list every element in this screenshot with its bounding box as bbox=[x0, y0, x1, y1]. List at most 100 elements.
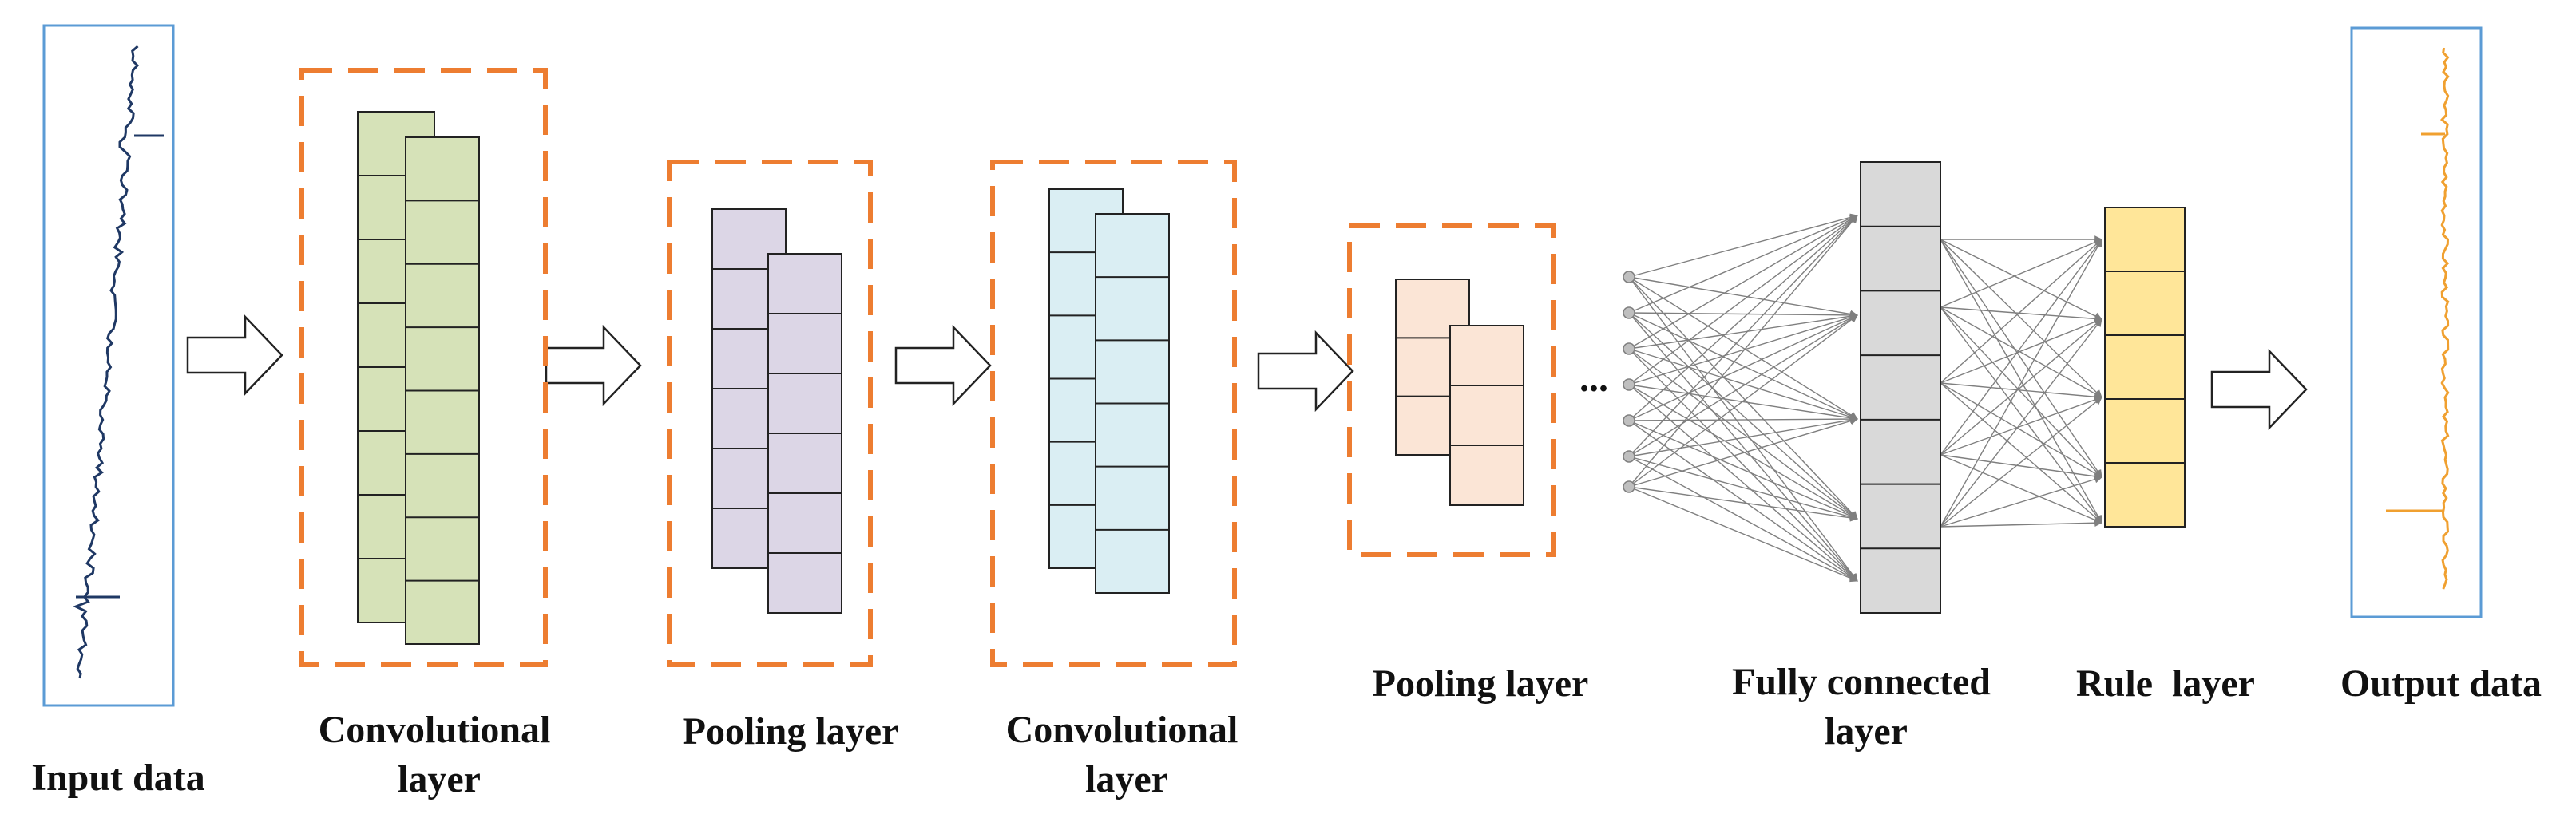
input-to-fc-connections bbox=[1628, 213, 1858, 583]
edge-in bbox=[1628, 215, 1858, 488]
edge-in bbox=[1628, 312, 1858, 582]
edge-in bbox=[1628, 420, 1858, 582]
label-fc-line1: Fully connected bbox=[1732, 661, 1991, 703]
label-fc-line2: layer bbox=[1825, 710, 1908, 753]
flow-arrow bbox=[2210, 348, 2308, 431]
convolutional-layer-2 bbox=[990, 160, 1237, 667]
conv2-feature-maps bbox=[1048, 188, 1170, 594]
conv1-feature-maps bbox=[357, 111, 480, 645]
label-conv1-line1: Convolutional bbox=[319, 709, 551, 751]
edge-out bbox=[1940, 239, 2102, 524]
flow-arrow bbox=[186, 314, 283, 397]
label-pooling-layer-1: Pooling layer bbox=[683, 710, 899, 753]
edge-out bbox=[1940, 397, 2102, 528]
edge-out bbox=[1940, 475, 2102, 528]
input-node bbox=[1623, 450, 1635, 463]
edge-in bbox=[1628, 456, 1858, 582]
label-fully-connected-layer: Fully connected layer bbox=[1732, 661, 2000, 753]
edge-out bbox=[1940, 239, 2102, 384]
input-data-panel bbox=[42, 24, 175, 707]
input-nodes bbox=[1623, 271, 1635, 493]
edge-in bbox=[1628, 311, 1858, 319]
edge-in bbox=[1628, 314, 1858, 457]
edge-out bbox=[1940, 239, 2102, 528]
edge-in bbox=[1628, 486, 1858, 583]
edge-in bbox=[1628, 384, 1858, 422]
pool1-dashed-box bbox=[667, 160, 873, 667]
edge-in bbox=[1628, 416, 1858, 457]
edge-in bbox=[1628, 314, 1858, 488]
edge-out bbox=[1940, 454, 2102, 480]
edge-out bbox=[1940, 318, 2102, 528]
edge-in bbox=[1628, 214, 1858, 314]
edge-out bbox=[1940, 318, 2102, 456]
output-data-panel bbox=[2350, 26, 2483, 618]
convolutional-layer-1 bbox=[299, 68, 548, 667]
edge-out bbox=[1940, 239, 2102, 456]
conv2-dashed-box bbox=[990, 160, 1237, 667]
input-data-frame bbox=[42, 24, 175, 707]
edge-in bbox=[1628, 215, 1858, 421]
output-data-frame bbox=[2350, 26, 2483, 618]
edge-in bbox=[1628, 420, 1858, 520]
edge-in bbox=[1628, 417, 1858, 488]
pool2-front-frame bbox=[1449, 325, 1524, 506]
edge-in bbox=[1628, 276, 1858, 420]
edge-in bbox=[1628, 384, 1858, 520]
output-signal-trace bbox=[2439, 47, 2450, 590]
edge-out bbox=[1940, 382, 2102, 478]
edge-out bbox=[1940, 306, 2102, 524]
flow-arrow bbox=[1257, 330, 1354, 413]
flow-arrow bbox=[545, 324, 642, 407]
input-node bbox=[1623, 414, 1635, 427]
conv1-dashed-box bbox=[299, 68, 548, 667]
edge-out bbox=[1940, 382, 2102, 524]
edge-out bbox=[1940, 519, 2102, 528]
flow-arrows bbox=[186, 314, 2308, 431]
edge-out bbox=[1940, 454, 2102, 524]
input-node bbox=[1623, 378, 1635, 391]
edge-in bbox=[1628, 215, 1858, 350]
edge-in bbox=[1628, 312, 1858, 420]
label-convolutional-layer-2: Convolutional layer bbox=[1006, 709, 1248, 800]
edge-in bbox=[1628, 486, 1858, 522]
label-output-data: Output data bbox=[2340, 662, 2542, 705]
edge-out bbox=[1940, 239, 2102, 398]
edge-in bbox=[1628, 276, 1858, 318]
edge-in bbox=[1628, 348, 1858, 421]
edge-out bbox=[1940, 318, 2102, 384]
edge-in bbox=[1628, 215, 1858, 457]
label-input-data: Input data bbox=[31, 757, 204, 799]
edge-out bbox=[1940, 306, 2102, 398]
rule-frame bbox=[2104, 207, 2186, 528]
edge-in bbox=[1628, 415, 1858, 423]
label-conv1-line2: layer bbox=[398, 758, 481, 800]
edge-in bbox=[1628, 314, 1858, 421]
edge-out bbox=[1940, 239, 2102, 320]
input-signal-trace bbox=[73, 45, 140, 679]
edge-out bbox=[1940, 239, 2102, 478]
edge-out bbox=[1940, 306, 2102, 478]
edge-in bbox=[1628, 312, 1858, 520]
edge-in bbox=[1628, 348, 1858, 582]
edge-out bbox=[1940, 382, 2102, 401]
flow-arrow bbox=[894, 324, 992, 407]
edge-out bbox=[1940, 396, 2102, 456]
rule-layer-cells bbox=[2104, 207, 2186, 528]
label-pooling-layer-2: Pooling layer bbox=[1373, 662, 1589, 705]
edge-in bbox=[1628, 213, 1858, 278]
label-rule-layer: Rule layer bbox=[2076, 662, 2255, 705]
input-node bbox=[1623, 342, 1635, 355]
ellipsis: ... bbox=[1579, 358, 1608, 400]
edge-out bbox=[1940, 238, 2102, 308]
pool2-feature-maps bbox=[1395, 279, 1524, 506]
pool1-feature-maps bbox=[711, 208, 842, 614]
edge-in bbox=[1628, 384, 1858, 582]
fc-frame bbox=[1860, 161, 1941, 614]
edge-in bbox=[1628, 276, 1858, 582]
fully-connected-layer-cells bbox=[1860, 161, 1941, 614]
edge-in bbox=[1628, 312, 1858, 350]
pooling-layer-1 bbox=[667, 160, 873, 667]
fc-to-rule-connections bbox=[1940, 235, 2102, 528]
